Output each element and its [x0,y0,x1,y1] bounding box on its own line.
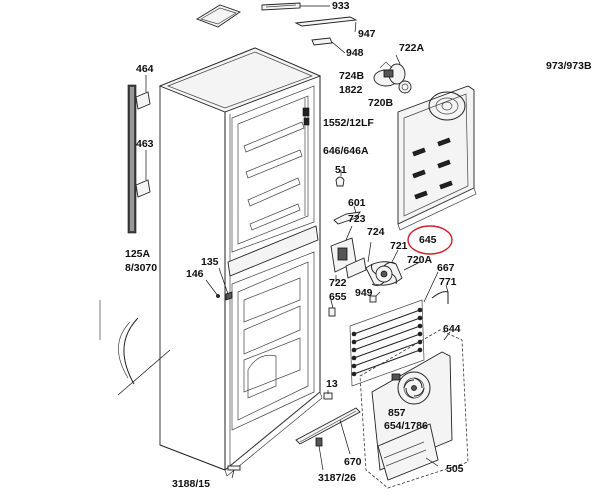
label-722A: 722A [399,42,425,54]
label-3187: 3187/26 [318,472,356,484]
label-720A: 720A [407,254,433,266]
part-947-bar [294,16,358,33]
label-933: 933 [332,0,350,12]
foot-3187 [315,437,324,471]
part-51 [335,170,345,187]
label-724B: 724B [339,70,365,82]
part-771-wire [423,271,449,304]
door-gasket-464-463 [127,75,151,234]
label-644: 644 [443,323,461,335]
part-601 [333,205,361,225]
label-463: 463 [136,138,154,150]
top-panel-part [195,4,241,28]
label-645: 645 [419,234,437,246]
label-1822: 1822 [339,84,363,96]
part-13-bracket [323,390,333,400]
control-box-723 [328,225,367,317]
label-947: 947 [358,28,376,40]
fridge-cabinet [158,47,323,477]
foot-3188 [227,465,241,479]
label-724: 724 [367,226,385,238]
part-670-rail [295,407,361,455]
evaporator-coil-667 [349,299,425,387]
part-948-clip [311,37,346,54]
label-654: 654/1786 [384,420,428,432]
motor-assembly-722A [373,54,412,94]
label-655: 655 [329,291,347,303]
label-125A: 125A [125,248,151,260]
label-601: 601 [348,197,366,209]
door-outline-left [99,300,171,396]
label-721: 721 [390,240,408,252]
label-3188: 3188/15 [172,478,210,490]
label-667: 667 [437,262,455,274]
label-464: 464 [136,63,154,75]
fan-motor-720A [365,241,421,303]
highlight-ring-645 [407,225,453,255]
label-13: 13 [326,378,338,390]
part-933-rail [261,2,330,11]
label-948: 948 [346,47,364,59]
rear-lower-cover-644 [359,329,469,489]
label-720B: 720B [368,97,394,109]
label-1552: 1552/12LF [323,117,374,129]
label-146: 146 [186,268,204,280]
label-973: 973/973B [546,60,592,72]
label-723: 723 [348,213,366,225]
label-646: 646/646A [323,145,369,157]
label-949: 949 [355,287,373,299]
label-771: 771 [439,276,457,288]
label-857: 857 [388,407,406,419]
label-505: 505 [446,463,464,475]
label-670: 670 [344,456,362,468]
label-3070: 8/3070 [125,262,158,274]
label-722: 722 [329,277,347,289]
label-51: 51 [335,164,347,176]
evaporator-cover-973 [397,85,477,231]
label-135: 135 [201,256,219,268]
